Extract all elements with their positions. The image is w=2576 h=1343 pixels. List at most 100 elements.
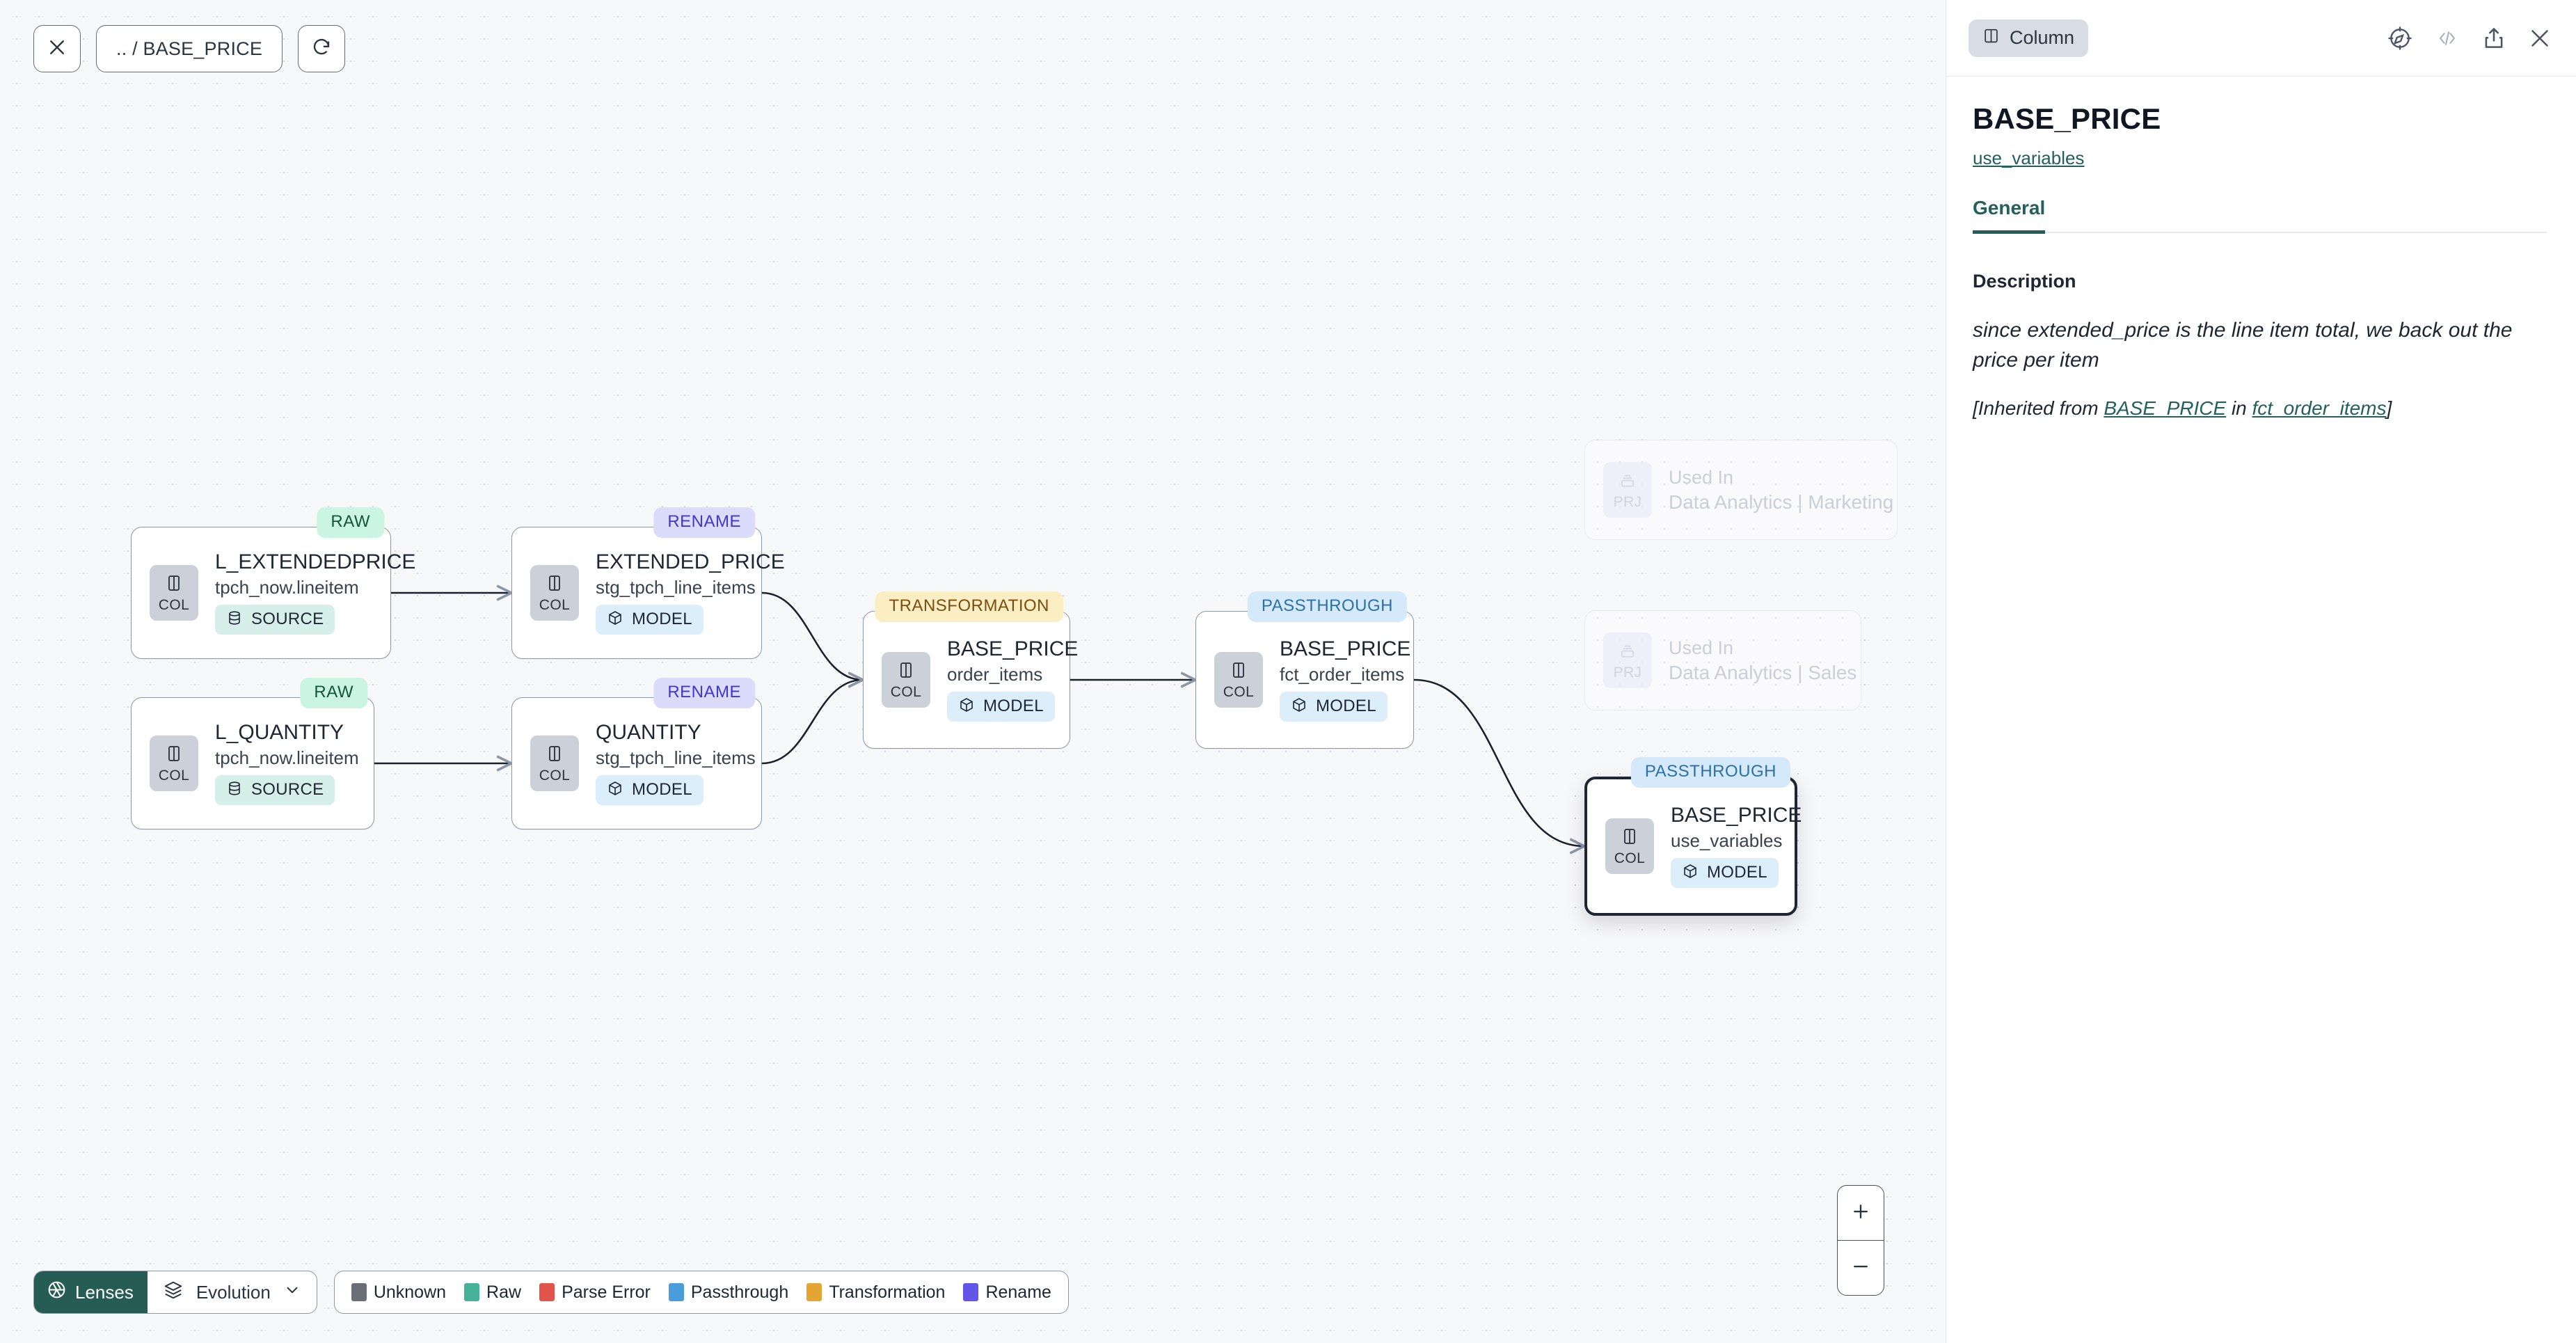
panel-actions [2387, 25, 2552, 51]
close-panel-icon[interactable] [2527, 26, 2552, 51]
canvas-toolbar: .. / BASE_PRICE [33, 25, 346, 72]
code-icon[interactable] [2434, 28, 2460, 49]
breadcrumb[interactable]: .. / BASE_PRICE [96, 25, 283, 72]
legend-swatch [806, 1283, 822, 1301]
database-icon [226, 610, 243, 630]
legend-label: Unknown [373, 1282, 447, 1302]
zoom-out-button[interactable] [1838, 1240, 1884, 1295]
node-subtitle: stg_tpch_line_items [596, 576, 756, 598]
lens-selector[interactable]: Evolution [148, 1271, 317, 1313]
lens-value: Evolution [196, 1281, 271, 1303]
column-type-label: COL [890, 683, 922, 700]
chevron-down-icon [283, 1281, 301, 1304]
description-text: since extended_price is the line item to… [1973, 319, 2513, 372]
node-badge-raw: RAW [317, 507, 384, 538]
column-type-chip: COL [1605, 818, 1654, 874]
cube-icon [1291, 697, 1307, 717]
node-title: L_EXTENDEDPRICE [215, 550, 416, 574]
node-title: L_QUANTITY [215, 721, 344, 745]
database-icon [226, 780, 243, 800]
panel-body: BASE_PRICE use_variables General Descrip… [1946, 77, 2576, 422]
description-label: Description [1973, 271, 2076, 292]
parent-model-link[interactable]: use_variables [1973, 148, 2085, 169]
node-kind-pill: SOURCE [215, 604, 335, 635]
tab-general[interactable]: General [1973, 197, 2046, 235]
node-kind-label: MODEL [1707, 863, 1767, 882]
legend-swatch [351, 1283, 367, 1301]
node-kind-label: MODEL [983, 697, 1044, 716]
zoom-in-button[interactable] [1838, 1186, 1884, 1240]
node-usage-label: Used In [1669, 637, 1734, 658]
project-icon [1618, 641, 1637, 664]
lenses-button[interactable]: Lenses [34, 1271, 148, 1313]
node-title: QUANTITY [596, 721, 701, 745]
node-subtitle: use_variables [1671, 829, 1783, 851]
node-title: EXTENDED_PRICE [596, 550, 785, 574]
column-icon [1620, 827, 1639, 850]
node-kind-label: SOURCE [251, 780, 324, 800]
column-type-label: COL [539, 767, 571, 784]
inherited-column-link[interactable]: BASE_PRICE [2104, 397, 2227, 420]
details-panel: Column [1946, 0, 2576, 1343]
node-kind-pill: MODEL [1671, 857, 1779, 888]
legend-item: Passthrough [668, 1282, 789, 1303]
plus-icon [1850, 1201, 1871, 1225]
aperture-icon [47, 1280, 67, 1305]
legend-label: Transformation [829, 1282, 946, 1302]
node-title: BASE_PRICE [947, 637, 1079, 661]
column-icon [545, 573, 564, 596]
inherited-note: [Inherited from BASE_PRICE in fct_order_… [1973, 395, 2547, 422]
node-subtitle: tpch_now.lineitem [215, 576, 359, 598]
column-type-chip: COL [1214, 651, 1263, 708]
column-type-label: COL [158, 596, 190, 613]
project-icon [1618, 470, 1637, 493]
column-type-chip: COL [530, 564, 579, 621]
legend-item: Rename [963, 1282, 1051, 1303]
cube-icon [607, 780, 623, 800]
compass-icon[interactable] [2387, 25, 2413, 51]
entity-type-label: Column [2010, 27, 2075, 48]
page-title: BASE_PRICE [1973, 102, 2161, 135]
lenses-control: Lenses Evolution [33, 1271, 317, 1314]
legend-swatch [464, 1283, 480, 1301]
legend-label: Rename [985, 1282, 1051, 1302]
share-icon[interactable] [2481, 26, 2506, 51]
refresh-button[interactable] [298, 25, 346, 72]
legend-swatch [668, 1283, 684, 1301]
legend-label: Passthrough [690, 1282, 789, 1302]
node-kind-pill: SOURCE [215, 774, 335, 805]
column-icon [164, 744, 184, 767]
column-type-label: COL [1223, 683, 1255, 700]
close-lineage-button[interactable] [33, 25, 81, 72]
inherited-model-link[interactable]: fct_order_items [2252, 397, 2387, 420]
legend-label: Parse Error [562, 1282, 651, 1302]
project-type-chip: PRJ [1603, 633, 1652, 688]
column-type-chip: COL [530, 735, 579, 791]
node-subtitle: order_items [947, 663, 1043, 685]
legend-item: Parse Error [539, 1282, 651, 1303]
node-usage-value: Data Analytics | Sales [1669, 661, 1857, 683]
cube-icon [958, 697, 975, 717]
legend-swatch [963, 1283, 979, 1301]
node-kind-label: MODEL [1316, 697, 1376, 716]
entity-type-chip[interactable]: Column [1969, 19, 2089, 57]
lineage-node-used-in-sales[interactable]: PRJ Used In Data Analytics | Sales [1584, 610, 1861, 710]
node-subtitle: fct_order_items [1280, 663, 1405, 685]
node-badge-pass: PASSTHROUGH [1247, 591, 1407, 622]
node-kind-pill: MODEL [1280, 691, 1388, 722]
node-kind-pill: MODEL [947, 691, 1055, 722]
cube-icon [607, 610, 623, 630]
node-usage-value: Data Analytics | Marketing [1669, 491, 1894, 513]
project-type-label: PRJ [1613, 494, 1642, 510]
zoom-controls [1837, 1185, 1884, 1296]
